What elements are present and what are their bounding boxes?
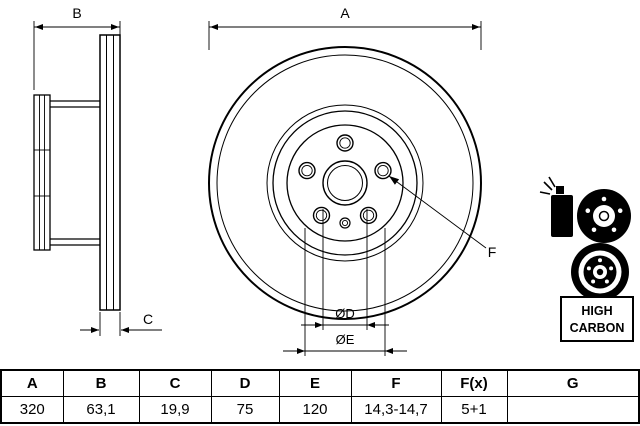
spec-value-f: 14,3-14,7 bbox=[350, 396, 442, 424]
coated-disc-icon bbox=[539, 176, 631, 243]
spec-header-b: B bbox=[62, 369, 140, 397]
bolt-hole bbox=[359, 206, 378, 225]
high-carbon-badge-line2: CARBON bbox=[570, 321, 625, 335]
spec-header-f: F bbox=[350, 369, 442, 397]
spec-header-a: A bbox=[0, 369, 64, 397]
dim-a-label: A bbox=[340, 5, 350, 21]
spec-value-d: 75 bbox=[210, 396, 280, 424]
bolt-hole bbox=[312, 206, 331, 225]
sprayed-disc-icon bbox=[577, 189, 631, 243]
spec-header-e: E bbox=[278, 369, 352, 397]
spec-value-b: 63,1 bbox=[62, 396, 140, 424]
high-carbon-badge: HIGH CARBON bbox=[560, 296, 634, 342]
dimension-d bbox=[301, 209, 389, 330]
dim-c-label: C bbox=[143, 311, 153, 327]
dim-b-label: B bbox=[72, 5, 81, 21]
spec-header-c: C bbox=[138, 369, 212, 397]
locating-screw-hole bbox=[339, 217, 351, 229]
high-carbon-badge-line1: HIGH bbox=[581, 304, 612, 318]
spec-value-g bbox=[506, 396, 640, 424]
spray-can-icon bbox=[539, 176, 573, 237]
dim-e-label: ØE bbox=[336, 332, 355, 347]
high-carbon-disc-icon bbox=[571, 243, 629, 301]
dim-d-label: ØD bbox=[335, 306, 355, 321]
dimension-c bbox=[80, 312, 162, 336]
spec-header-g: G bbox=[506, 369, 640, 397]
spec-header-d: D bbox=[210, 369, 280, 397]
spec-value-fx: 5+1 bbox=[440, 396, 508, 424]
spec-value-c: 19,9 bbox=[138, 396, 212, 424]
spec-table: A B C D E F F(x) G 320 63,1 19,9 75 120 … bbox=[0, 369, 640, 424]
bolt-hole bbox=[336, 134, 354, 152]
technical-drawing: B C bbox=[33, 5, 634, 356]
bolt-hole bbox=[298, 161, 316, 180]
disc-side-view bbox=[33, 34, 121, 311]
dimension-e bbox=[283, 228, 407, 356]
dim-f-label: F bbox=[488, 244, 497, 260]
disc-front-view bbox=[208, 46, 482, 320]
spec-table-header-row: A B C D E F F(x) G bbox=[0, 369, 640, 397]
spec-header-fx: F(x) bbox=[440, 369, 508, 397]
spec-table-value-row: 320 63,1 19,9 75 120 14,3-14,7 5+1 bbox=[0, 396, 640, 424]
dimension-f-leader bbox=[388, 175, 487, 249]
spec-value-a: 320 bbox=[0, 396, 64, 424]
dimension-b bbox=[33, 21, 121, 90]
dimension-a bbox=[208, 21, 482, 50]
spec-value-e: 120 bbox=[278, 396, 352, 424]
bolt-hole bbox=[374, 161, 392, 180]
